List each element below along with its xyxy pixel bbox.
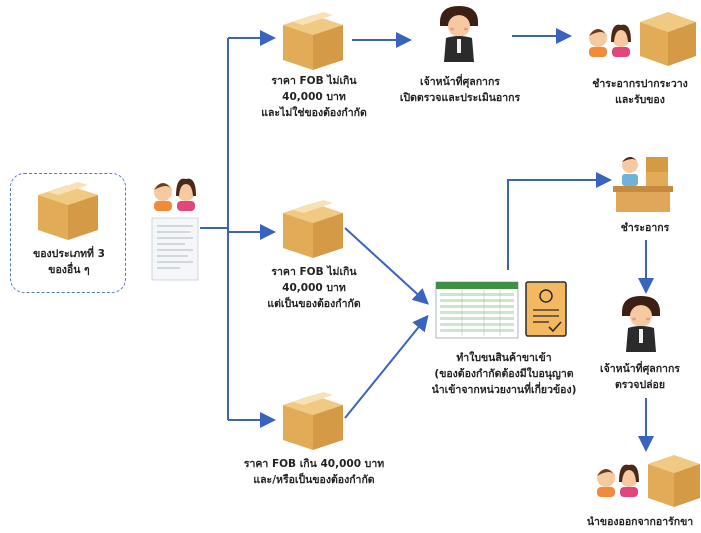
pay-duty-label: ชำระอากร: [600, 220, 690, 236]
permit-document-icon: [525, 281, 567, 337]
import-entry-screen-icon: [435, 281, 519, 339]
bottom-branch-line1: ราคา FOB เกิน 40,000 บาท: [243, 458, 385, 470]
customs-inspect-line1: เจ้าหน้าที่ศุลกากร: [420, 76, 500, 88]
box-icon-middle: [283, 200, 343, 258]
box-icon-bottom: [283, 392, 343, 450]
box-icon-takeout: [648, 455, 700, 507]
take-out-label: นำของออกจากอารักขา: [580, 514, 700, 530]
import-entry-line3: นำเข้าจากหน่วยงานที่เกี่ยวข้อง): [431, 384, 577, 396]
arrow-entry-to-paydutty: [507, 172, 612, 270]
import-entry-line2: (ของต้องกำกัดต้องมีใบอนุญาต: [434, 368, 574, 380]
customs-officer-icon-top: [440, 6, 478, 62]
box-icon-pay-receive: [640, 12, 696, 66]
import-entry-label: ทำใบขนสินค้าขาเข้า (ของต้องกำกัดต้องมีใบ…: [404, 350, 604, 398]
start-label: ของประเภทที่ 3 ของอื่น ๆ: [14, 246, 124, 278]
top-branch-line1: ราคา FOB ไม่เกิน: [271, 75, 357, 87]
customs-release-label: เจ้าหน้าที่ศุลกากร ตรวจปล่อย: [580, 361, 700, 393]
cashier-counter-icon: [613, 157, 673, 212]
top-branch-label: ราคา FOB ไม่เกิน 40,000 บาท และไม่ใช่ของ…: [244, 73, 384, 121]
couple-icon-takeout: [597, 464, 639, 497]
customs-officer-icon-release: [622, 296, 660, 352]
arrow-middle-to-entry: [344, 227, 429, 305]
declaration-form-icon: [151, 217, 199, 281]
middle-branch-line3: แต่เป็นของต้องกำกัด: [267, 298, 361, 310]
customs-inspect-line2: เปิดตรวจและประเมินอากร: [399, 92, 521, 104]
top-branch-line3: และไม่ใช่ของต้องกำกัด: [261, 107, 367, 119]
pay-receive-line2: และรับของ: [615, 94, 665, 106]
arrow-bottom-to-entry: [344, 314, 429, 419]
start-label-line2: ของอื่น ๆ: [48, 264, 90, 276]
box-icon-start: [38, 182, 98, 240]
take-out-line1: นำของออกจากอารักขา: [586, 516, 694, 528]
middle-branch-line1: ราคา FOB ไม่เกิน: [271, 266, 357, 278]
import-entry-line1: ทำใบขนสินค้าขาเข้า: [456, 352, 552, 364]
customs-release-line2: ตรวจปล่อย: [614, 379, 666, 391]
middle-branch-label: ราคา FOB ไม่เกิน 40,000 บาท แต่เป็นของต้…: [244, 264, 384, 312]
top-branch-line2: 40,000 บาท: [282, 91, 346, 103]
customs-release-line1: เจ้าหน้าที่ศุลกากร: [600, 363, 680, 375]
bottom-branch-line2: และ/หรือเป็นของต้องกำกัด: [253, 474, 375, 486]
customs-inspect-label: เจ้าหน้าที่ศุลกากร เปิดตรวจและประเมินอาก…: [394, 74, 526, 106]
middle-branch-line2: 40,000 บาท: [282, 282, 346, 294]
couple-icon-start: [154, 178, 196, 211]
couple-icon-pay-receive: [589, 24, 631, 57]
start-label-line1: ของประเภทที่ 3: [33, 248, 105, 260]
bottom-branch-label: ราคา FOB เกิน 40,000 บาท และ/หรือเป็นของ…: [226, 456, 402, 488]
pay-receive-label: ชำระอากรปากระวาง และรับของ: [582, 76, 698, 108]
pay-duty-line1: ชำระอากร: [620, 222, 670, 234]
start-category-box: [10, 173, 126, 293]
box-icon-top: [283, 12, 343, 70]
pay-receive-line1: ชำระอากรปากระวาง: [592, 78, 688, 90]
